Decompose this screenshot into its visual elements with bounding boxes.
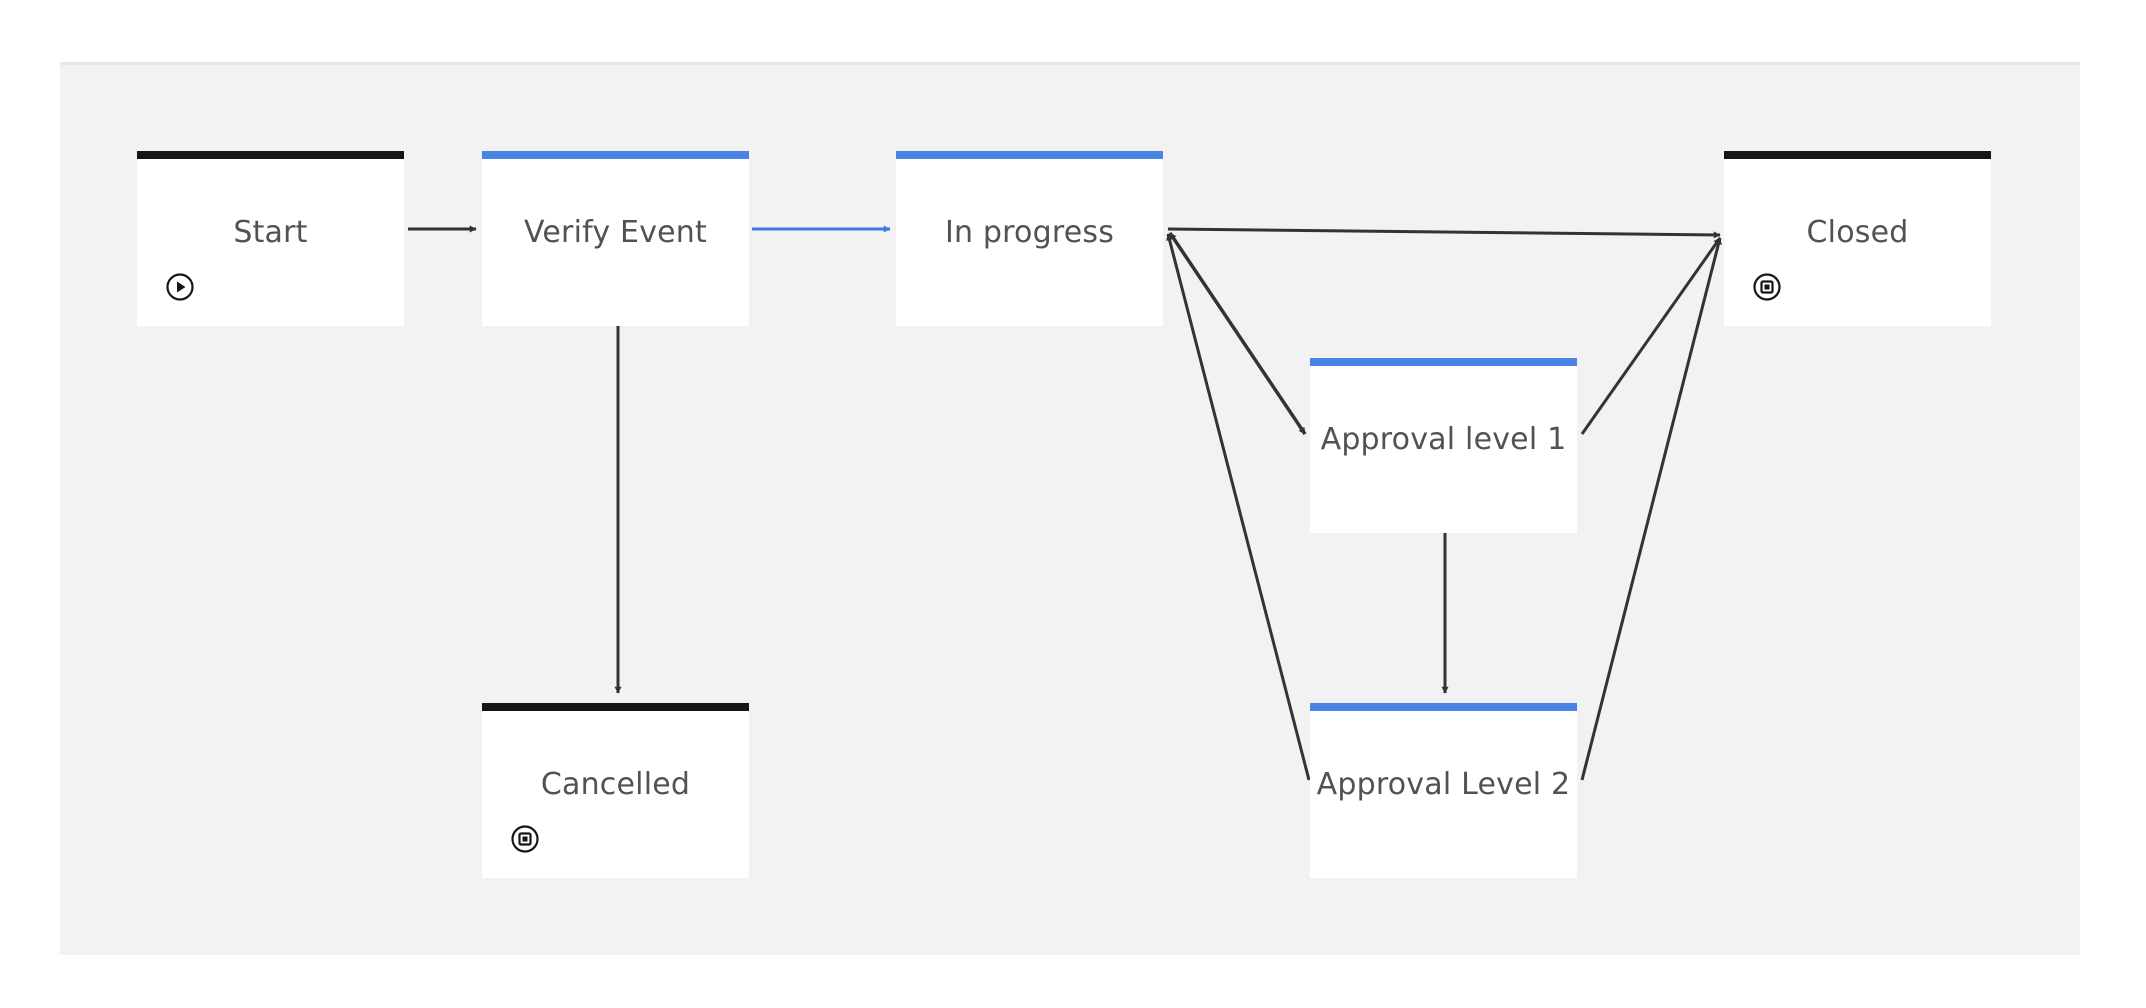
node-label: Approval level 1 [1320,422,1567,457]
node-label: Verify Event [524,215,707,250]
node-start[interactable]: Start [137,151,404,326]
node-cancelled[interactable]: Cancelled [482,703,749,878]
node-label: Cancelled [540,767,691,802]
play-circle-icon [166,273,194,301]
node-approval-level-1[interactable]: Approval level 1 [1310,358,1577,533]
stop-circle-icon [511,825,539,853]
node-approval-level-2[interactable]: Approval Level 2 [1310,703,1577,878]
node-label: Closed [1806,215,1909,250]
node-closed[interactable]: Closed [1724,151,1991,326]
node-label: In progress [944,215,1115,250]
node-in-progress[interactable]: In progress [896,151,1163,326]
node-label: Start [233,215,308,250]
stop-circle-icon [1753,273,1781,301]
node-label: Approval Level 2 [1316,767,1571,802]
node-verify-event[interactable]: Verify Event [482,151,749,326]
